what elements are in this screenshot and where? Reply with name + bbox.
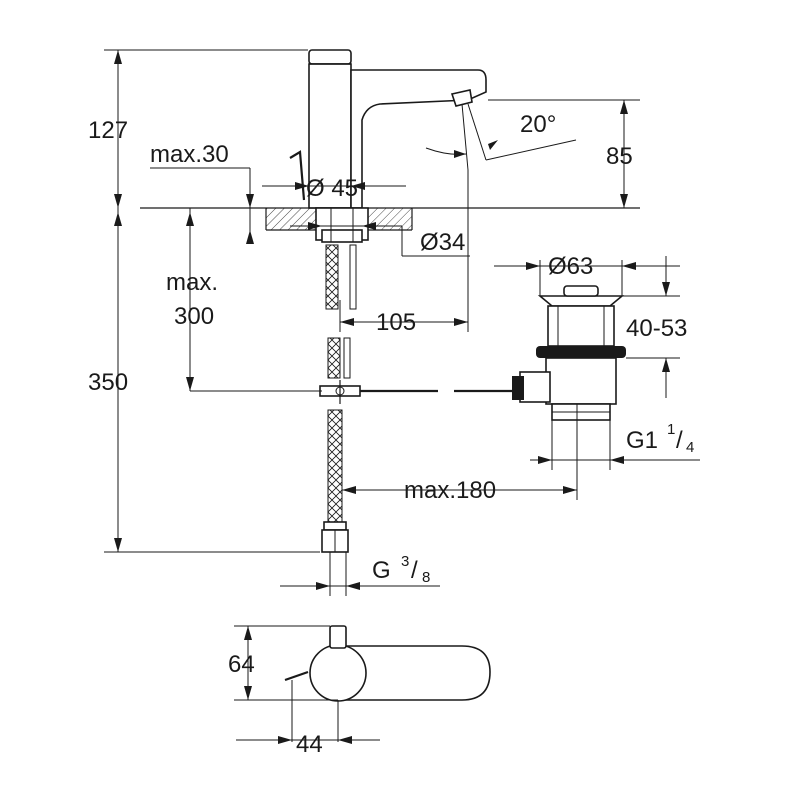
dim-105: 105 — [376, 309, 416, 336]
dim-127: 127 — [88, 117, 128, 144]
dim-diameter-45: Ø 45 — [306, 175, 358, 202]
dim-350: 350 — [88, 369, 128, 396]
dim-max-300-value: 300 — [174, 303, 214, 330]
dim-85: 85 — [606, 143, 633, 170]
dim-40-53: 40-53 — [626, 315, 687, 342]
dim-64: 64 — [228, 651, 255, 678]
dim-angle-20: 20° — [520, 111, 556, 138]
dimension-labels: 127 20° 85 max.30 Ø 45 Ø34 Ø63 max. 300 … — [88, 111, 694, 758]
dim-thread-g-3-8: G 3 / 8 — [372, 553, 430, 586]
dim-max-180: max.180 — [404, 477, 496, 504]
dim-max-30: max.30 — [150, 141, 229, 168]
thread-g-denominator: 8 — [422, 569, 430, 586]
thread-g-slash: / — [411, 557, 418, 584]
thread-g1-numerator: 1 — [667, 421, 675, 438]
thread-g-base: G — [372, 557, 391, 584]
thread-g1-denominator: 4 — [686, 439, 694, 456]
tap-plan-view — [284, 625, 491, 742]
dimension-lines — [104, 49, 700, 744]
dim-diameter-63: Ø63 — [548, 253, 593, 280]
waste-valve — [512, 285, 626, 421]
thread-g-numerator: 3 — [401, 553, 409, 570]
dim-44: 44 — [296, 731, 323, 758]
dim-diameter-34: Ø34 — [420, 229, 465, 256]
thread-g1-slash: / — [676, 427, 683, 454]
dim-thread-g1-1-4: G1 1 / 4 — [626, 421, 694, 456]
dim-max-300-label: max. — [166, 269, 218, 296]
thread-g1-base: G1 — [626, 427, 658, 454]
